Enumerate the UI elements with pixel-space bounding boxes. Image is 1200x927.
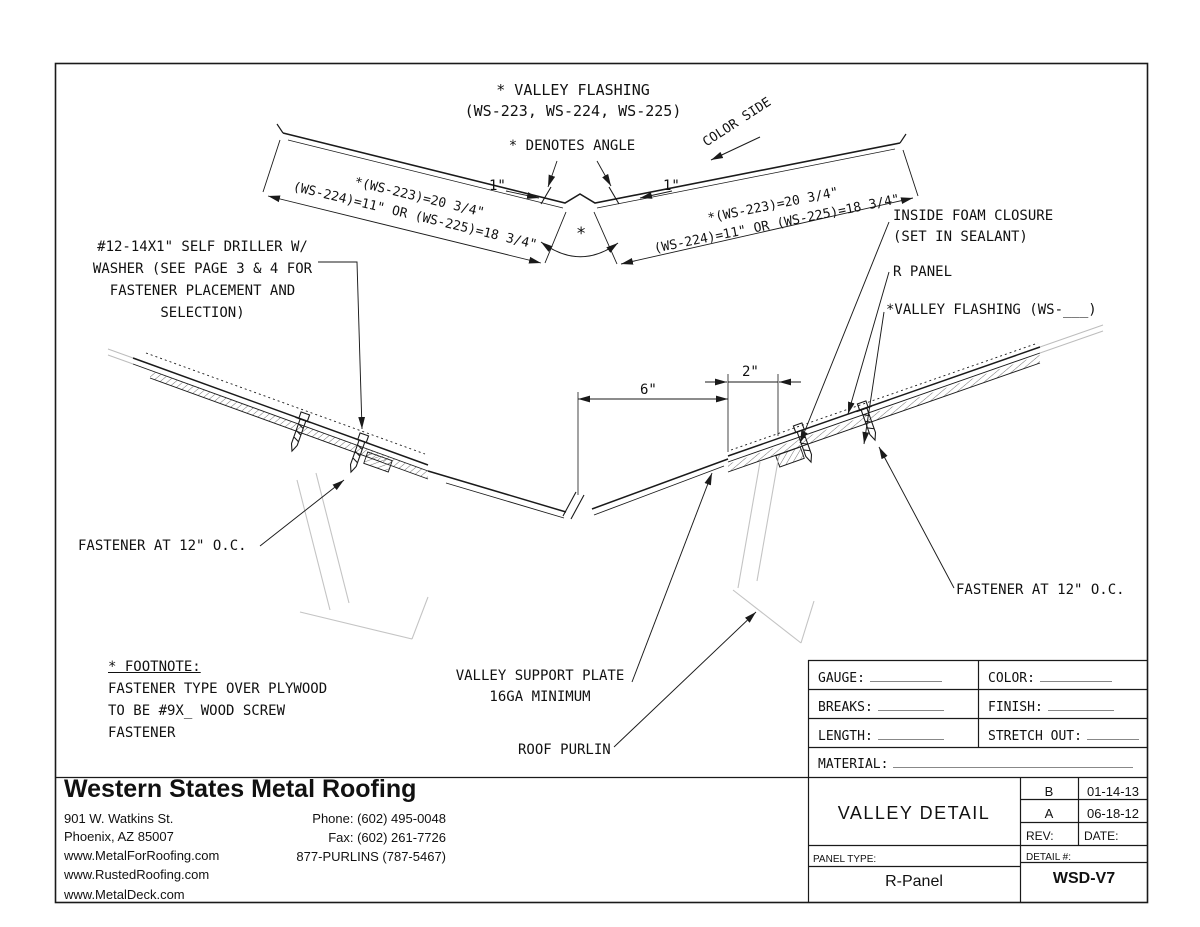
footnote-line-3: FASTENER — [108, 725, 176, 741]
valley-flashing-heading: * VALLEY FLASHING (WS-223, WS-224, WS-22… — [427, 80, 719, 122]
roof-purlin-label: ROOF PURLIN — [518, 742, 611, 758]
valley-support-plate-label: VALLEY SUPPORT PLATE 16GA MINIMUM — [450, 666, 630, 708]
panel-type-value: R-Panel — [885, 873, 943, 890]
detail-title: VALLEY DETAIL — [837, 803, 991, 823]
finish-label: FINISH: — [988, 700, 1043, 715]
company-address-2: Phoenix, AZ 85007 — [64, 829, 174, 844]
length-field: LENGTH: — [818, 726, 944, 747]
stretch-out-blank-line — [1086, 728, 1139, 740]
valley-support-line-2: 16GA MINIMUM — [489, 689, 591, 705]
company-website-1: www.MetalForRoofing.com — [64, 848, 220, 863]
company-website-2: www.RustedRoofing.com — [64, 867, 210, 882]
length-label: LENGTH: — [818, 729, 873, 744]
dim-6-inch: 6" — [640, 382, 657, 398]
color-label: COLOR: — [988, 671, 1035, 686]
gauge-blank-line — [869, 670, 942, 682]
stretch-out-field: STRETCH OUT: — [988, 726, 1139, 747]
rev-b-letter: B — [1044, 784, 1054, 799]
valley-flashing-profile — [262, 123, 919, 265]
r-panel-label: R PANEL — [893, 264, 953, 280]
one-inch-dim-right: 1" — [663, 178, 680, 194]
finish-field: FINISH: — [988, 697, 1114, 718]
breaks-field: BREAKS: — [818, 697, 944, 718]
length-blank-line — [877, 728, 944, 740]
self-driller-label: #12-14X1" SELF DRILLER W/ WASHER (SEE PA… — [90, 236, 315, 324]
fastener-left-label: FASTENER AT 12" O.C. — [78, 538, 247, 554]
inside-foam-line-1: INSIDE FOAM CLOSURE — [893, 208, 1054, 224]
panel-type-label: PANEL TYPE: — [813, 854, 877, 865]
detail-number-value: WSD-V7 — [1052, 870, 1116, 887]
company-phone: Phone: (602) 495-0048 — [312, 811, 446, 826]
company-name: Western States Metal Roofing — [64, 775, 417, 803]
footnote-block: * FOOTNOTE: FASTENER TYPE OVER PLYWOOD T… — [108, 656, 327, 744]
sheet-border — [54, 62, 1149, 904]
detail-number-label: DETAIL #: — [1026, 852, 1072, 863]
footnote-title: * FOOTNOTE: — [108, 659, 201, 675]
date-column-label: DATE: — [1084, 829, 1119, 843]
angle-asterisk: * — [576, 224, 587, 244]
leader-lines — [259, 221, 955, 748]
finish-blank-line — [1047, 699, 1114, 711]
valley-support-line-1: VALLEY SUPPORT PLATE — [455, 668, 625, 684]
foam-closure-shape-left — [363, 451, 393, 473]
gauge-label: GAUGE: — [818, 671, 865, 686]
valley-cross-section — [107, 324, 1104, 520]
self-driller-line-1: #12-14X1" SELF DRILLER W/ — [97, 239, 308, 255]
valley-flashing-ws-label: *VALLEY FLASHING (WS-___) — [886, 302, 1097, 318]
material-field: MATERIAL: — [818, 754, 1134, 775]
inside-foam-line-2: (SET IN SEALANT) — [893, 229, 1028, 245]
color-field: COLOR: — [988, 668, 1112, 689]
roof-purlin-ghost — [296, 454, 815, 644]
color-blank-line — [1039, 670, 1112, 682]
denotes-angle-label: * DENOTES ANGLE — [508, 138, 636, 154]
company-website-3: www.MetalDeck.com — [64, 887, 185, 902]
self-driller-line-2: WASHER (SEE PAGE 3 & 4 FOR — [92, 261, 313, 277]
self-driller-line-4: SELECTION) — [160, 305, 245, 321]
heading-line-2: (WS-223, WS-224, WS-225) — [464, 102, 682, 120]
breaks-blank-line — [877, 699, 944, 711]
rev-a-date: 06-18-12 — [1086, 806, 1140, 821]
rev-column-label: REV: — [1026, 829, 1054, 843]
rev-a-letter: A — [1044, 806, 1054, 821]
title-block-grid — [55, 659, 1148, 903]
company-address-1: 901 W. Watkins St. — [64, 811, 174, 826]
breaks-label: BREAKS: — [818, 700, 873, 715]
fastener-right-label: FASTENER AT 12" O.C. — [956, 582, 1125, 598]
one-inch-dim-left: 1" — [489, 178, 506, 194]
footnote-line-2: TO BE #9X_ WOOD SCREW — [108, 703, 286, 719]
dim-2-inch: 2" — [742, 364, 759, 380]
company-fax: Fax: (602) 261-7726 — [328, 830, 446, 845]
gauge-field: GAUGE: — [818, 668, 942, 689]
material-blank-line — [893, 756, 1134, 768]
rev-b-date: 01-14-13 — [1086, 784, 1140, 799]
self-driller-line-3: FASTENER PLACEMENT AND — [109, 283, 296, 299]
footnote-line-1: FASTENER TYPE OVER PLYWOOD — [108, 681, 328, 697]
inside-foam-closure-label: INSIDE FOAM CLOSURE (SET IN SEALANT) — [893, 206, 1053, 248]
heading-line-1: * VALLEY FLASHING — [496, 81, 650, 99]
company-toll-free: 877-PURLINS (787-5467) — [296, 849, 446, 864]
material-label: MATERIAL: — [818, 757, 889, 772]
stretch-out-label: STRETCH OUT: — [988, 729, 1082, 744]
